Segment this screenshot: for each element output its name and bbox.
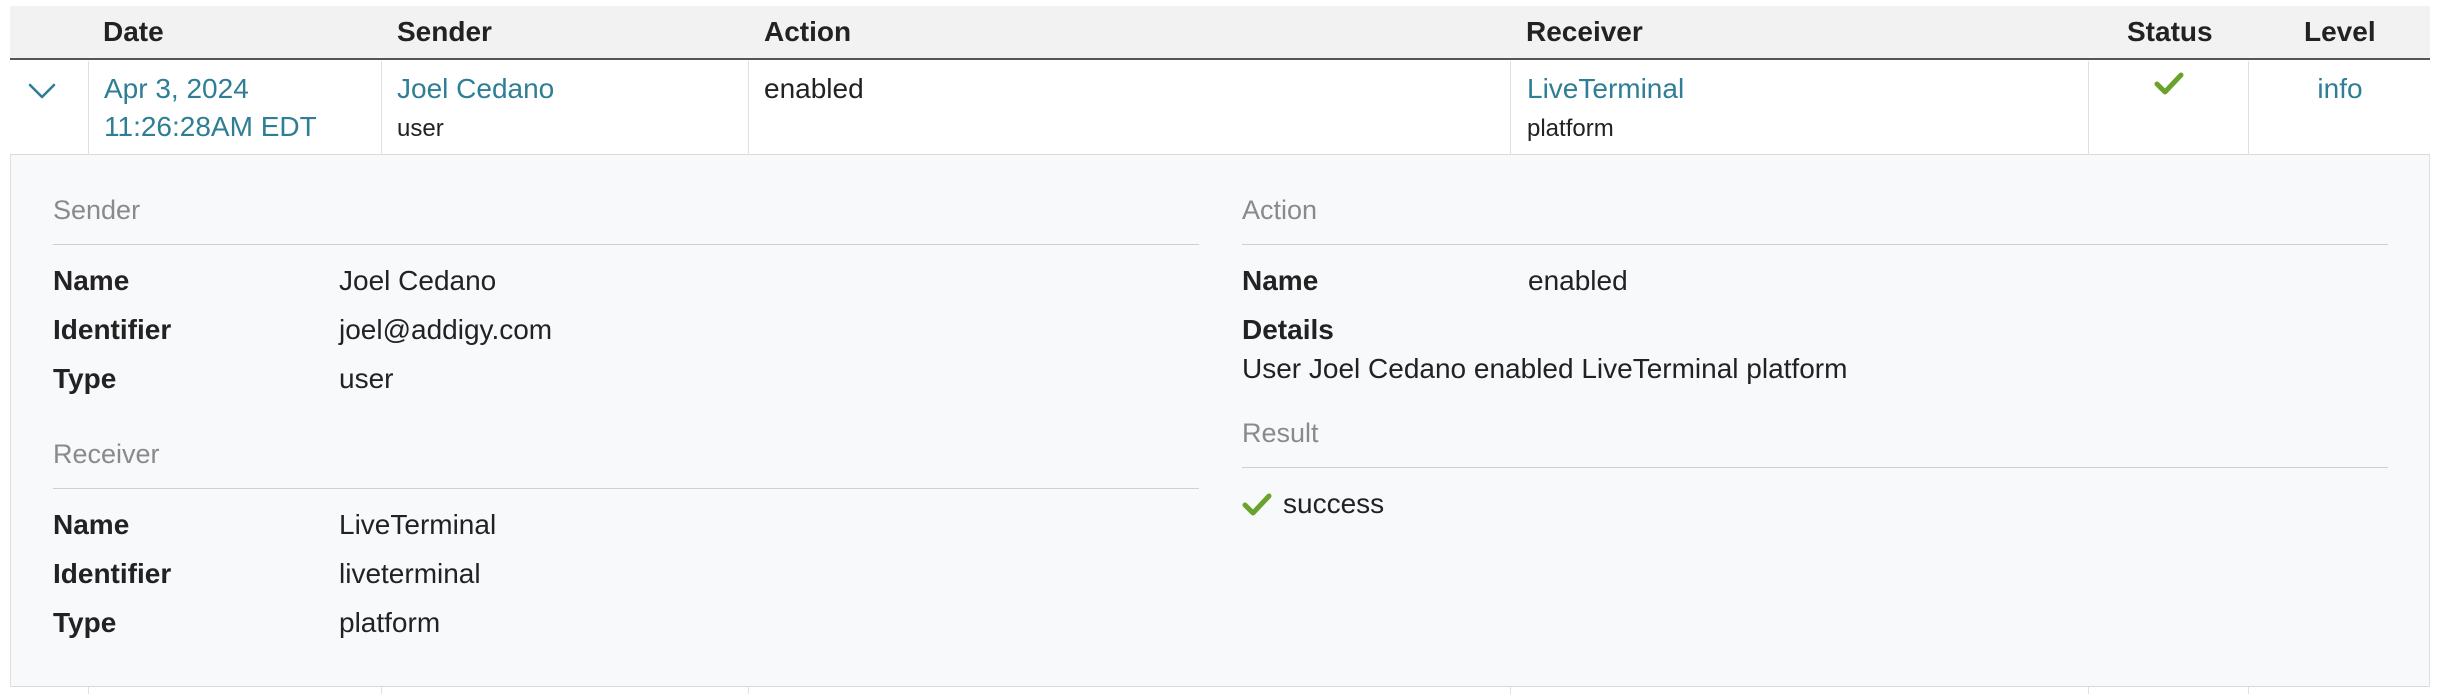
receiver-divider — [53, 488, 1199, 489]
table-header: Date Sender Action Receiver Status Level — [10, 6, 2430, 60]
date-cell: Apr 3, 2024 11:26:28AM EDT — [88, 61, 381, 155]
column-header-sender[interactable]: Sender — [397, 16, 492, 47]
sender-divider — [53, 244, 1199, 245]
sender-type: user — [397, 115, 444, 142]
receiver-cell: LiveTerminal platform — [1510, 61, 2088, 155]
receiver-identifier-value: liveterminal — [339, 558, 481, 589]
sender-type-value: user — [339, 363, 394, 394]
receiver-type-value: platform — [339, 607, 441, 638]
receiver-name-link[interactable]: LiveTerminal — [1527, 73, 1685, 104]
receiver-type: platform — [1527, 115, 1614, 142]
sender-name-link[interactable]: Joel Cedano — [397, 73, 555, 104]
result-value: success — [1283, 488, 1385, 519]
sender-type-label: Type — [53, 363, 117, 394]
check-icon — [2154, 72, 2184, 95]
action-divider — [1242, 244, 2388, 245]
action-name-label: Name — [1242, 265, 1319, 296]
table-row[interactable]: Apr 3, 2024 11:26:28AM EDT Joel Cedano u… — [10, 61, 2430, 155]
action-details-label: Details — [1242, 314, 1334, 345]
sender-identifier-value: joel@addigy.com — [339, 314, 553, 345]
receiver-identifier-label: Identifier — [53, 558, 172, 589]
row-detail-panel: Sender Name Joel Cedano Identifier joel@… — [10, 155, 2430, 687]
action-name-value: enabled — [1528, 265, 1628, 296]
audit-log-table: Date Sender Action Receiver Status Level… — [10, 0, 2430, 694]
column-header-action[interactable]: Action — [764, 16, 852, 47]
result-divider — [1242, 467, 2388, 468]
chevron-down-icon[interactable] — [26, 75, 58, 107]
expand-cell[interactable] — [10, 61, 88, 155]
receiver-name-value: LiveTerminal — [339, 509, 497, 540]
column-header-status[interactable]: Status — [2127, 16, 2213, 47]
sender-name-label: Name — [53, 265, 130, 296]
result-section-title: Result — [1242, 418, 1319, 448]
level-cell: info — [2248, 61, 2430, 155]
next-row-edge — [10, 687, 2430, 694]
action-section-title: Action — [1242, 195, 1318, 225]
time-line: 11:26:28AM EDT — [104, 111, 317, 142]
receiver-section-title: Receiver — [53, 439, 160, 469]
sender-cell: Joel Cedano user — [381, 61, 748, 155]
column-header-date[interactable]: Date — [103, 16, 164, 47]
column-header-receiver[interactable]: Receiver — [1526, 16, 1643, 47]
action-value: enabled — [764, 73, 864, 104]
receiver-name-label: Name — [53, 509, 130, 540]
sender-identifier-label: Identifier — [53, 314, 172, 345]
sender-name-value: Joel Cedano — [339, 265, 497, 296]
status-cell — [2088, 61, 2248, 155]
sender-section-title: Sender — [53, 195, 141, 225]
level-value[interactable]: info — [2317, 73, 2363, 104]
success-check-icon — [1242, 493, 1272, 516]
column-header-level[interactable]: Level — [2304, 16, 2376, 47]
action-cell: enabled — [748, 61, 1510, 155]
action-details-value: User Joel Cedano enabled LiveTerminal pl… — [1242, 353, 1848, 384]
date-line: Apr 3, 2024 — [104, 73, 249, 104]
receiver-type-label: Type — [53, 607, 117, 638]
